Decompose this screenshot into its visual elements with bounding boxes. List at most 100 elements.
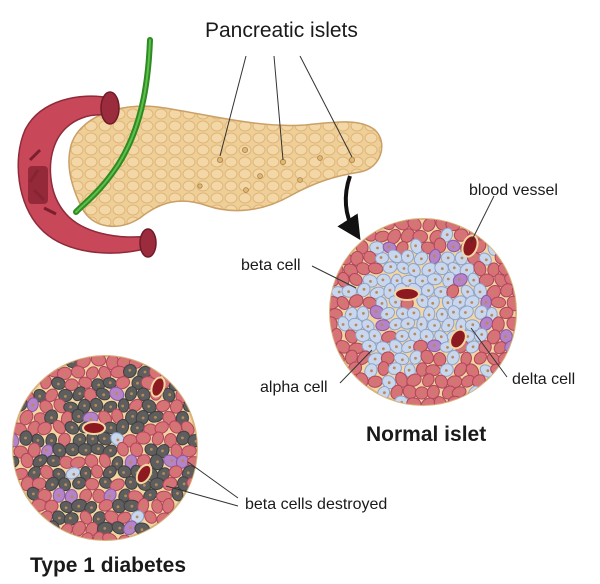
cell-nucleus <box>170 459 174 462</box>
cell-nucleus <box>380 323 384 327</box>
cell-nucleus <box>498 347 502 350</box>
cell-nucleus <box>59 404 62 408</box>
cell-nucleus <box>33 426 37 429</box>
cell-nucleus <box>168 393 172 397</box>
cell-nucleus <box>123 359 127 363</box>
cell-nucleus <box>146 381 150 385</box>
cell-nucleus <box>57 494 61 497</box>
cell-nucleus <box>50 416 53 420</box>
cell-nucleus <box>32 492 35 496</box>
cell-nucleus <box>412 311 416 315</box>
cell-nucleus <box>426 379 429 383</box>
duodenum <box>17 91 157 258</box>
cell-nucleus <box>167 503 170 506</box>
cell-nucleus <box>356 256 360 260</box>
cell-nucleus <box>446 277 450 281</box>
cell-nucleus <box>109 536 112 540</box>
cell-nucleus <box>505 312 509 315</box>
cell-nucleus <box>135 515 139 519</box>
cell-nucleus <box>97 383 101 387</box>
cell-nucleus <box>111 360 115 364</box>
cell-nucleus <box>44 380 48 384</box>
cell-nucleus <box>498 279 502 283</box>
cell-nucleus <box>175 382 179 386</box>
cell-nucleus <box>348 312 352 316</box>
cell-nucleus <box>141 416 145 420</box>
cell-nucleus <box>90 526 93 530</box>
cell-nucleus <box>116 505 120 509</box>
cell-nucleus <box>141 504 145 508</box>
leader-destroyed-1 <box>187 461 239 499</box>
cell-nucleus <box>426 246 430 250</box>
cell-nucleus <box>466 335 470 338</box>
cell-nucleus <box>484 300 488 304</box>
cell-nucleus <box>128 368 132 372</box>
cell-nucleus <box>387 381 391 385</box>
cell-nucleus <box>395 345 398 349</box>
cell-nucleus <box>460 234 463 238</box>
cell-nucleus <box>446 301 450 305</box>
cell-nucleus <box>419 235 423 239</box>
cell-nucleus <box>57 424 61 428</box>
cell-nucleus <box>103 480 107 484</box>
cell-nucleus <box>181 416 185 420</box>
cell-nucleus <box>91 437 95 441</box>
cell-nucleus <box>122 471 125 474</box>
cell-nucleus <box>354 323 358 327</box>
cell-nucleus <box>451 245 455 249</box>
cell-nucleus <box>131 415 135 418</box>
cell-nucleus <box>401 358 404 362</box>
cell-nucleus <box>490 313 494 317</box>
cell-nucleus <box>103 460 107 463</box>
cell-nucleus <box>466 290 470 294</box>
cell-nucleus <box>24 416 28 420</box>
cell-nucleus <box>493 268 496 272</box>
cell-nucleus <box>133 495 137 498</box>
cell-nucleus <box>97 447 100 451</box>
cell-nucleus <box>427 289 430 292</box>
cell-nucleus <box>103 527 107 530</box>
cell-nucleus <box>478 245 482 248</box>
cell-nucleus <box>400 221 403 225</box>
blood-vessel <box>150 376 166 398</box>
cell-nucleus <box>38 502 42 506</box>
cell-nucleus <box>421 368 424 371</box>
cell-nucleus <box>42 426 46 430</box>
cell-nucleus <box>175 450 178 454</box>
duodenum-wall <box>17 95 152 254</box>
cell-nucleus <box>450 289 454 293</box>
cell-nucleus <box>387 357 390 361</box>
cell-nucleus <box>38 418 42 421</box>
cell-nucleus <box>161 494 165 498</box>
cell-nucleus <box>348 269 352 273</box>
cell-nucleus <box>116 438 120 442</box>
cell-nucleus <box>185 427 189 431</box>
cell-nucleus <box>375 291 378 294</box>
cell-nucleus <box>71 448 75 451</box>
cell-nucleus <box>136 381 139 385</box>
cell-nucleus <box>414 222 417 226</box>
cell-nucleus <box>485 279 488 283</box>
cell-nucleus <box>148 515 152 518</box>
cell-nucleus <box>380 302 384 305</box>
cell-nucleus <box>155 504 159 508</box>
cell-nucleus <box>187 449 191 452</box>
cell-nucleus <box>406 233 409 237</box>
cell-nucleus <box>349 335 352 338</box>
cell-nucleus <box>401 312 405 316</box>
blood-vessel <box>394 287 420 301</box>
cell-nucleus <box>88 392 92 396</box>
cell-nucleus <box>385 312 389 316</box>
cell-nucleus <box>471 345 475 349</box>
pancreas <box>68 105 383 227</box>
cell-nucleus <box>354 278 358 281</box>
cell-nucleus <box>480 333 484 336</box>
cell-nucleus <box>51 459 55 462</box>
cell-nucleus <box>96 494 100 497</box>
cell-nucleus <box>424 335 428 338</box>
cell-nucleus <box>480 310 484 313</box>
cell-nucleus <box>491 334 495 338</box>
cell-nucleus <box>512 321 516 325</box>
